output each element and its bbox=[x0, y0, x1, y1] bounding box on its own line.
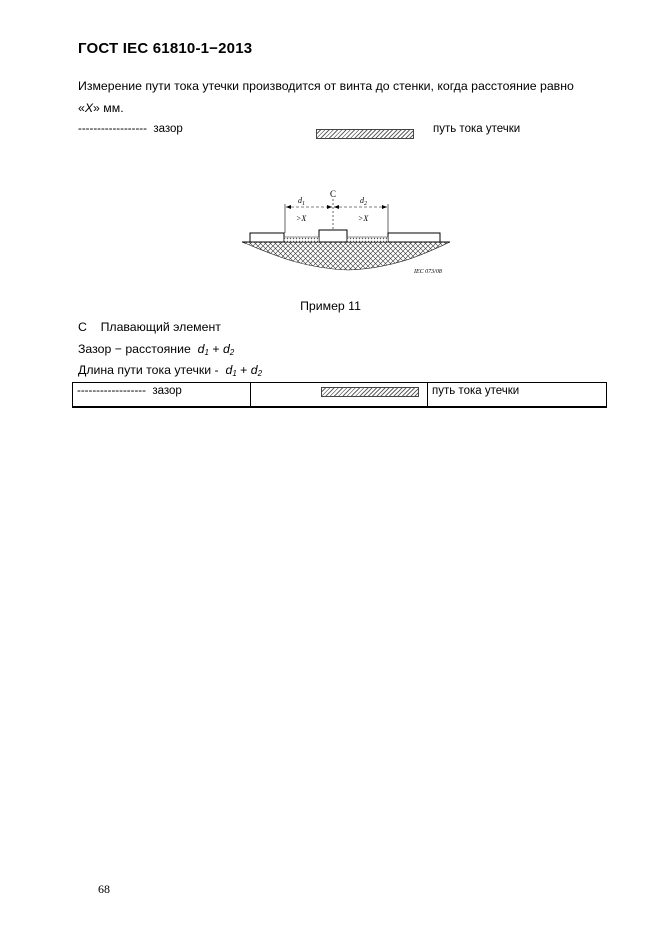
floating-element bbox=[318, 229, 348, 243]
figure-caption: Пример 11 bbox=[300, 299, 361, 313]
note-c-text: Плавающий элемент bbox=[100, 320, 221, 334]
label-gtx-right: >X bbox=[358, 214, 369, 223]
note-c-letter: C bbox=[78, 320, 87, 334]
table-hatch-swatch bbox=[321, 387, 419, 397]
intro-line-2: «X» мм. bbox=[78, 101, 124, 115]
label-d1: d1 bbox=[298, 196, 305, 207]
quote-close-units: » мм. bbox=[93, 101, 124, 115]
table-cell-creepage: путь тока утечки bbox=[427, 383, 606, 406]
legend-hatch-swatch bbox=[316, 126, 414, 144]
page-number: 68 bbox=[98, 882, 110, 896]
label-c: C bbox=[330, 189, 336, 199]
legend-dashes: ------------------ bbox=[78, 123, 147, 135]
creepage-path-right bbox=[346, 236, 389, 243]
intro-line-1: Измерение пути тока утечки производится … bbox=[78, 79, 574, 93]
note-creepage: Длина пути тока утечки - d1 + d2 bbox=[78, 363, 263, 378]
table-cell-clearance: ------------------ зазор bbox=[77, 385, 182, 397]
note-clearance: Зазор − расстояние d1 + d2 bbox=[78, 342, 235, 357]
note-clearance-prefix: Зазор − расстояние bbox=[78, 342, 191, 356]
table-cell-swatch bbox=[250, 383, 427, 406]
note-creepage-prefix: Длина пути тока утечки - bbox=[78, 363, 219, 377]
legend-creepage-label: путь тока утечки bbox=[433, 123, 521, 135]
label-gtx-left: >X bbox=[296, 214, 307, 223]
legend-clearance-label: зазор bbox=[153, 123, 183, 135]
right-block bbox=[387, 232, 441, 243]
creepage-path-left bbox=[283, 236, 320, 243]
example-11-diagram: C d1 d2 >X >X IEC 073/08 bbox=[241, 189, 451, 275]
legend-table: ------------------ зазор путь тока утечк… bbox=[72, 382, 607, 408]
label-d2: d2 bbox=[360, 196, 367, 207]
iec-source-code: IEC 073/08 bbox=[413, 269, 442, 275]
document-title: ГОСТ IEC 61810-1−2013 bbox=[78, 40, 253, 57]
quote-open: « bbox=[78, 101, 85, 115]
variable-x: X bbox=[84, 101, 94, 115]
base-material bbox=[241, 241, 451, 271]
legend-clearance: ------------------ зазор bbox=[78, 123, 183, 135]
note-c: C Плавающий элемент bbox=[78, 320, 221, 334]
left-block bbox=[249, 232, 285, 243]
